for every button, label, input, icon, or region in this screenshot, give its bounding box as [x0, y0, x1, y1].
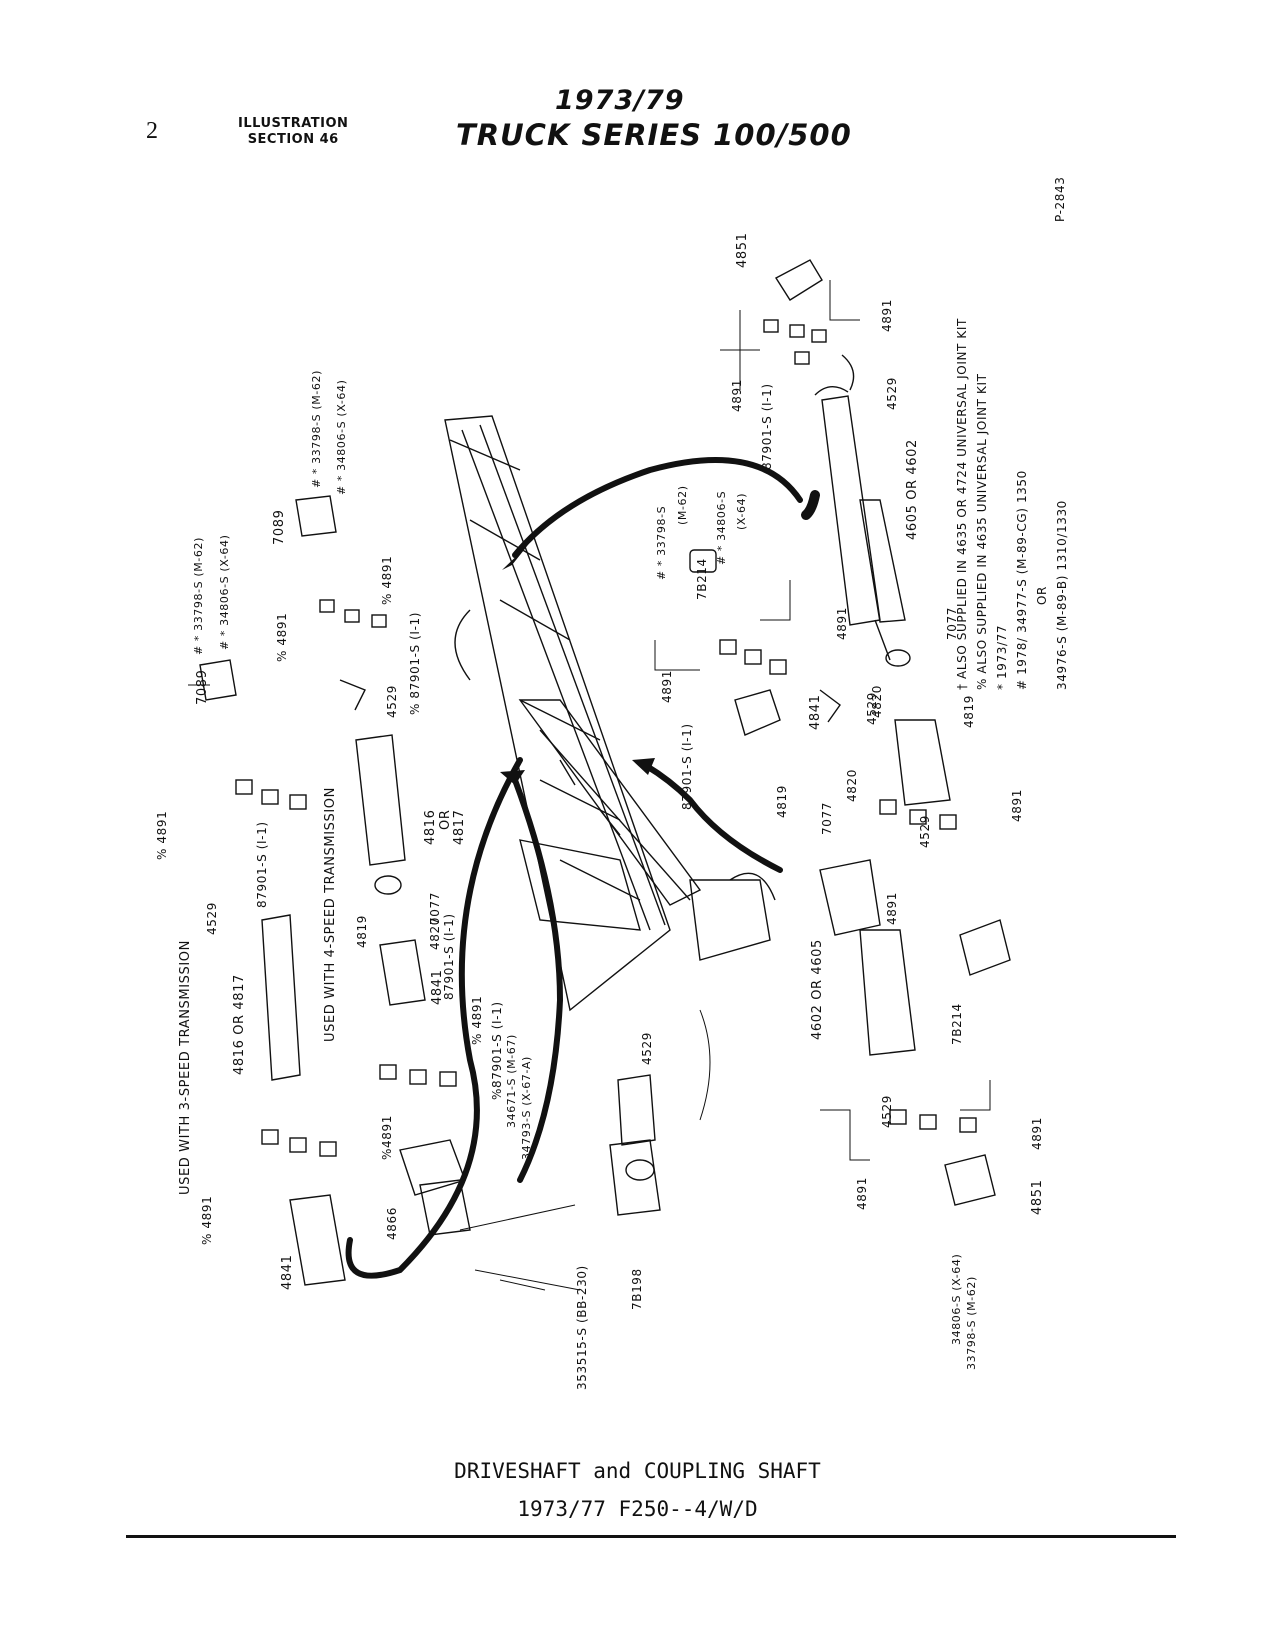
- part-label-4820-b: 4820: [845, 769, 859, 802]
- part-label-4605-or-4602: 4605 OR 4602: [905, 439, 920, 540]
- installed-driveshaft: [518, 699, 776, 961]
- curved-arrows: [345, 457, 820, 1279]
- coupling-bottom-center: [609, 1074, 661, 1216]
- part-label-7077-b: 7077: [820, 802, 834, 835]
- part-label-353515: 353515-S (BB-230): [575, 1265, 589, 1390]
- legend-or: OR: [1035, 586, 1049, 605]
- part-label-4820-a: 4820: [428, 917, 442, 950]
- part-label-pct-87901-b: %87901-S (I-1): [490, 1001, 504, 1100]
- part-label-pct-4891-f: %4891: [380, 1115, 394, 1160]
- part-label-34806-c: # * 34806-S: [715, 490, 728, 565]
- part-label-87901-a: 87901-S (I-1): [255, 821, 269, 908]
- u-joint-group-middle-right: [689, 549, 841, 736]
- part-label-4820-c: 4820: [870, 685, 884, 718]
- plate-number: P-2843: [1053, 176, 1067, 222]
- leader-lines: [188, 280, 991, 1291]
- part-label-4891-f: 4891: [885, 892, 899, 925]
- part-label-33798-b: # * 33798-S (M-62): [310, 370, 323, 488]
- u-joint-group-lower-right: [819, 799, 1011, 1056]
- u-joint-group-upper-right: [763, 259, 855, 391]
- title-years: 1973/79: [555, 85, 685, 116]
- frame-rail: [444, 415, 671, 1012]
- part-label-pct-87901-a: % 87901-S (I-1): [408, 611, 422, 715]
- part-label-4529-b: 4529: [385, 685, 399, 718]
- legend-dagger: † ALSO SUPPLIED IN 4635 OR 4724 UNIVERSA…: [955, 318, 969, 690]
- part-label-4891-h: 4891: [1030, 1117, 1044, 1150]
- part-label-34671: 34671-S (M-67): [505, 1034, 518, 1128]
- part-label-pct-4891-a: % 4891: [200, 1195, 214, 1245]
- part-label-4529-e: 4529: [918, 815, 932, 848]
- part-label-4891-b: 4891: [880, 299, 894, 332]
- part-label-7b214-a: 7B214: [695, 558, 709, 600]
- part-label-7b198: 7B198: [630, 1268, 644, 1310]
- part-label-7089-b: 7089: [272, 509, 287, 545]
- part-label-4817: 4817: [452, 809, 467, 845]
- part-label-7089-a: 7089: [195, 669, 210, 705]
- bottom-rule: [126, 1535, 1176, 1538]
- part-label-4816: 4816: [423, 809, 438, 845]
- part-label-34806-bottom: 34806-S (X-64): [950, 1253, 963, 1345]
- note-4-speed: USED WITH 4-SPEED TRANSMISSION: [323, 787, 338, 1042]
- part-label-87901-b: 87901-S (I-1): [442, 913, 456, 1000]
- part-label-pct-4891-e: % 4891: [470, 995, 484, 1045]
- part-label-pct-4891-d: % 4891: [380, 555, 394, 605]
- title-series: TRUCK SERIES 100/500: [456, 118, 852, 152]
- legend-star: * 1973/77: [995, 624, 1009, 690]
- arrowheads: [500, 545, 655, 785]
- part-label-4529-g: 4529: [880, 1095, 894, 1128]
- part-label-x64-c: (X-64): [735, 492, 748, 530]
- part-label-4819-b: 4819: [775, 785, 789, 818]
- note-3-speed: USED WITH 3-SPEED TRANSMISSION: [178, 940, 193, 1195]
- part-label-4851-b: 4851: [1030, 1179, 1045, 1215]
- illustration-section-label: ILLUSTRATION SECTION 46: [238, 116, 348, 148]
- part-label-4891-c: 4891: [660, 670, 674, 703]
- part-label-4819-c: 4819: [962, 695, 976, 728]
- u-joint-group-bottom-right: [889, 1109, 996, 1206]
- part-label-or: OR: [438, 809, 453, 830]
- part-label-4891-e: 4891: [1010, 789, 1024, 822]
- part-label-4851-a: 4851: [735, 232, 750, 268]
- part-label-pct-4891-c: % 4891: [275, 612, 289, 662]
- part-label-33798-c: # * 33798-S: [655, 505, 668, 580]
- legend-percent: % ALSO SUPPLIED IN 4635 UNIVERSAL JOINT …: [975, 373, 989, 690]
- part-label-34806-a: # * 34806-S (X-64): [218, 534, 231, 651]
- part-label-4602-or-4605: 4602 OR 4605: [810, 939, 825, 1040]
- caption-subtitle: 1973/77 F250--4/W/D: [517, 1497, 758, 1521]
- part-label-4819-a: 4819: [355, 915, 369, 948]
- part-label-4529-c: 4529: [640, 1032, 654, 1065]
- u-joint-group-upper-left: [199, 495, 387, 711]
- illustration-label-line1: ILLUSTRATION: [238, 116, 349, 131]
- u-joint-group-lower-left: [261, 914, 471, 1286]
- page-number: 2: [146, 118, 158, 144]
- part-label-4866: 4866: [385, 1207, 399, 1240]
- caption-title: DRIVESHAFT and COUPLING SHAFT: [454, 1459, 821, 1483]
- part-label-4891-g: 4891: [855, 1177, 869, 1210]
- coupling-shaft-assembly: [814, 386, 951, 806]
- part-label-4841-a: 4841: [280, 1254, 295, 1290]
- legend-hash: # 1978/ 34977-S (M-89-CG) 1350: [1015, 470, 1029, 690]
- illustration-label-line2: SECTION 46: [247, 132, 339, 147]
- part-label-4529-a: 4529: [205, 902, 219, 935]
- part-label-4891-a: 4891: [730, 379, 744, 412]
- u-joint-group-middle-left: [235, 734, 406, 895]
- legend-alt: 34976-S (M-89-B) 1310/1330: [1055, 500, 1069, 690]
- part-label-33798-bottom: 33798-S (M-62): [965, 1276, 978, 1370]
- part-label-4529-f: 4529: [885, 377, 899, 410]
- part-label-34806-b: # * 34806-S (X-64): [335, 379, 348, 496]
- part-label-4891-d: 4891: [835, 607, 849, 640]
- part-label-34793: 34793-S (X-67-A): [520, 1056, 533, 1160]
- part-label-4841-c: 4841: [808, 694, 823, 730]
- part-label-7b214-b: 7B214: [950, 1003, 964, 1045]
- part-label-m62-c: (M-62): [676, 485, 689, 525]
- part-label-87901-d: 87901-S (I-1): [680, 723, 694, 810]
- part-label-33798-a: # * 33798-S (M-62): [192, 537, 205, 655]
- part-label-pct-4891-b: % 4891: [155, 810, 169, 860]
- part-label-87901-c: 87901-S (I-1): [760, 383, 774, 470]
- part-label-4816-or-4817: 4816 OR 4817: [232, 974, 247, 1075]
